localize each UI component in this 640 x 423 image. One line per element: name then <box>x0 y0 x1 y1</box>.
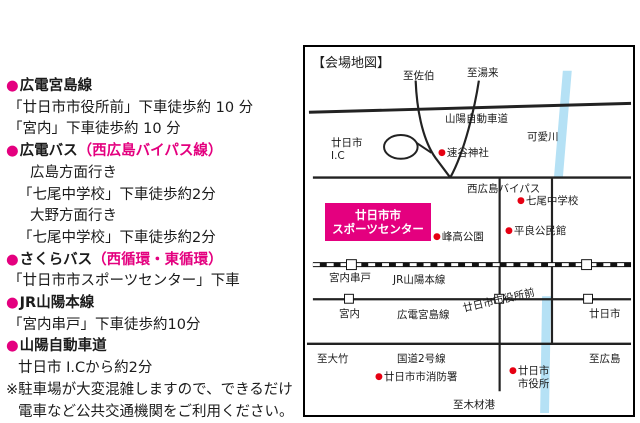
map-label-jr-sanyo-line: JR山陽本線 <box>393 274 446 286</box>
map-label-heira-hall: ●平良公民館 <box>505 225 567 237</box>
bullet-icon: ● <box>6 295 19 312</box>
bullet-icon: ● <box>6 251 19 268</box>
river-shape-upper <box>553 70 572 178</box>
marker-dot-icon: ● <box>509 366 517 376</box>
map-label-city-hall: ●廿日市 市役所 <box>509 365 550 390</box>
direction-note: （西広島バイパス線） <box>77 143 223 160</box>
direction-line: 大野方面行き <box>30 208 117 225</box>
direction-line: 「宮内串戸」下車徒歩約10分 <box>8 316 201 333</box>
map-roads <box>306 80 632 392</box>
direction-note: （西循環・東循環） <box>92 251 223 268</box>
direction-line: 「七尾中学校」下車徒歩約2分 <box>18 186 216 203</box>
direction-line: 広島方面行き <box>30 164 117 181</box>
river-shape-lower <box>540 296 551 414</box>
parking-note: 電車など公共交通機関をご利用ください。 <box>18 403 294 420</box>
direction-title: 山陽自動車道 <box>19 338 107 355</box>
venue-name-line1: 廿日市市 <box>355 207 401 222</box>
venue-map: 【会場地図】 至佐伯 至湯来 山陽自動車道 可愛川 廿日市 I.C ●速谷神社 … <box>303 45 635 417</box>
direction-line: 「廿日市市役所前」下車徒歩約 10 分 <box>8 99 254 116</box>
map-label-hiroden-miyajima-line: 広電宮島線 <box>397 309 450 321</box>
direction-heading: ●JR山陽本線 <box>6 293 300 315</box>
map-label-hatsukaichi-ic: 廿日市 I.C <box>331 137 363 162</box>
marker-dot-icon: ● <box>438 148 446 158</box>
map-label-miyauchi-kushido: 宮内串戸 <box>329 272 371 284</box>
direction-heading: ●さくらバス（西循環・東循環） <box>6 250 300 272</box>
map-label-to-mokuzaiko: 至木材港 <box>453 399 495 411</box>
direction-title: 広電バス <box>19 143 78 160</box>
map-graphic <box>306 70 632 414</box>
bullet-icon: ● <box>6 143 19 160</box>
direction-line: 廿日市 I.Cから約2分 <box>18 360 153 377</box>
map-label-hayatani-shrine: ●速谷神社 <box>438 147 489 159</box>
direction-line: 「廿日市市スポーツセンター」下車 <box>8 273 240 290</box>
direction-heading: ●広電宮島線 <box>6 76 300 98</box>
parking-note: ※駐車場が大変混雑しますので、できるだけ <box>6 381 293 398</box>
direction-title: 広電宮島線 <box>19 78 93 94</box>
map-label-fire-department: ●廿日市市消防署 <box>375 371 458 383</box>
marker-dot-icon: ● <box>375 372 383 382</box>
direction-title: さくらバス <box>19 251 93 268</box>
directions-panel: ●広電宮島線 「廿日市市役所前」下車徒歩約 10 分 「宮内」下車徒歩約 10 … <box>6 76 300 423</box>
map-label-to-otake: 至大竹 <box>317 353 349 365</box>
bullet-icon: ● <box>6 338 19 355</box>
map-label-hatsukaichi-station: 廿日市 <box>589 308 621 320</box>
marker-dot-icon: ● <box>433 232 441 242</box>
venue-box: 廿日市市 スポーツセンター <box>325 203 431 241</box>
map-label-minetaka-park: ●峰高公園 <box>433 231 484 243</box>
map-label-route2: 国道2号線 <box>397 353 446 365</box>
map-label-kawai-river: 可愛川 <box>527 131 559 143</box>
direction-line: 「宮内」下車徒歩約 10 分 <box>8 121 181 138</box>
venue-name-line2: スポーツセンター <box>332 222 424 236</box>
map-label-nishihiroshima-bypass: 西広島バイパス <box>467 183 541 195</box>
interchange-loop <box>383 134 419 160</box>
bullet-icon: ● <box>6 78 19 94</box>
marker-dot-icon: ● <box>505 226 513 236</box>
map-label-miyauchi: 宮内 <box>339 308 360 320</box>
map-label-to-yuki: 至湯来 <box>467 67 499 79</box>
map-label-sanyo-expressway: 山陽自動車道 <box>445 113 508 125</box>
direction-title: JR山陽本線 <box>19 295 95 312</box>
map-title: 【会場地図】 <box>312 56 391 71</box>
map-label-nanao-junior-high: ●七尾中学校 <box>517 195 579 207</box>
marker-dot-icon: ● <box>517 196 525 206</box>
direction-line: 「七尾中学校」下車徒歩約2分 <box>18 229 216 246</box>
map-label-to-hiroshima: 至広島 <box>589 353 621 365</box>
map-label-to-saeki: 至佐伯 <box>403 70 435 82</box>
station-markers <box>344 259 593 304</box>
direction-heading: ●広電バス（西広島バイパス線） <box>6 141 300 163</box>
direction-heading: ●山陽自動車道 <box>6 336 300 358</box>
